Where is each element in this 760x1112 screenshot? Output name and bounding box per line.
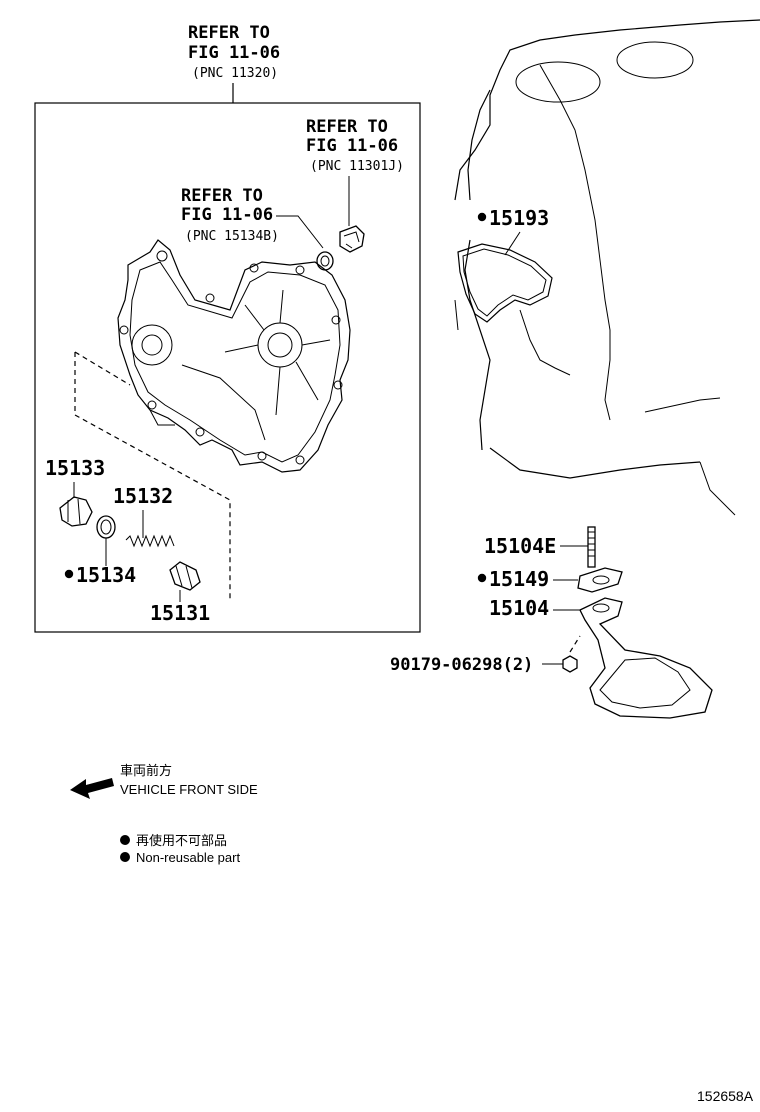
label-15104E: 15104E <box>484 534 556 558</box>
nonreuse-dot-15134 <box>64 569 74 579</box>
ref-cap-line2: FIG 11-06 <box>306 136 398 156</box>
label-15193: 15193 <box>489 206 549 230</box>
gasket-15149-drawing <box>577 567 623 593</box>
ref-main-callout: REFER TO FIG 11-06 (PNC 11320) <box>188 23 280 103</box>
legend-front-jp: 車両前方 <box>120 763 172 778</box>
label-15132: 15132 <box>113 484 173 508</box>
strainer-15104-drawing <box>579 597 713 719</box>
ref-cap-pnc: (PNC 11301J) <box>310 159 404 174</box>
group-frame <box>34 102 421 633</box>
front-arrow-icon <box>70 778 114 799</box>
ref-main-line1: REFER TO <box>188 23 270 43</box>
nonreuse-dot-15193 <box>477 212 487 222</box>
label-15134: 15134 <box>76 563 136 587</box>
seal-washer-drawing <box>316 251 334 271</box>
label-15149: 15149 <box>489 567 549 591</box>
legend-nonreuse-jp: 再使用不可部品 <box>136 833 227 848</box>
gasket-drawing <box>96 515 116 539</box>
label-90179: 90179-06298(2) <box>390 655 533 675</box>
ref-main-pnc: (PNC 11320) <box>192 66 278 81</box>
explode-dashed-lines <box>74 351 231 600</box>
ref-main-line2: FIG 11-06 <box>188 43 280 63</box>
ref-seal-line2: FIG 11-06 <box>181 205 273 225</box>
engine-block-drawing <box>454 19 760 516</box>
label-15133: 15133 <box>45 456 105 480</box>
ref-cap-callout: REFER TO FIG 11-06 (PNC 11301J) <box>306 117 404 226</box>
spring-drawing <box>125 534 175 548</box>
legend-front-en: VEHICLE FRONT SIDE <box>120 782 258 797</box>
relief-valve-drawing <box>169 561 201 591</box>
timing-chain-cover-drawing <box>117 239 351 473</box>
legend-dot-icon-jp <box>120 835 130 845</box>
gasket-15193-drawing <box>457 243 553 323</box>
legend-dot-icon-en <box>120 852 130 862</box>
ref-seal-callout: REFER TO FIG 11-06 (PNC 15134B) <box>181 186 324 249</box>
ref-seal-line1: REFER TO <box>181 186 263 206</box>
oil-filler-cap-drawing <box>339 225 365 253</box>
diagram-code: 152658A <box>697 1088 754 1104</box>
label-15104: 15104 <box>489 596 549 620</box>
label-15131: 15131 <box>150 601 210 625</box>
legend-nonreuse-en: Non-reusable part <box>136 850 240 865</box>
stud-15104e-drawing <box>587 526 596 568</box>
nut-drawing <box>562 635 581 673</box>
relief-plug-drawing <box>59 496 93 527</box>
ref-cap-line1: REFER TO <box>306 117 388 137</box>
nonreuse-dot-15149 <box>477 573 487 583</box>
ref-seal-pnc: (PNC 15134B) <box>185 229 279 244</box>
